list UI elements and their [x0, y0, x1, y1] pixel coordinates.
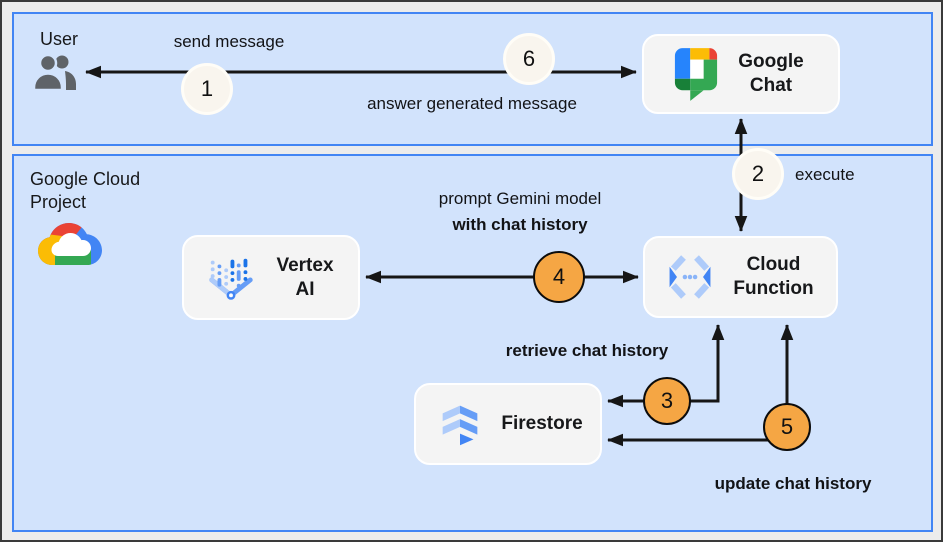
step-badge-4: 4 — [533, 251, 585, 303]
firestore-icon — [433, 397, 487, 451]
node-cloud-function-label: Cloud Function — [733, 254, 814, 299]
google-chat-logo — [673, 46, 719, 102]
user-panel-label: User — [40, 29, 79, 49]
cloud-function-icon — [664, 251, 716, 303]
step-badge-2: 2 — [732, 148, 784, 200]
node-vertex-ai: Vertex AI — [182, 235, 360, 320]
label-answer-generated-message: answer generated message — [367, 94, 577, 113]
vertex-ai-icon — [204, 252, 258, 304]
label-update-chat-history: update chat history — [714, 474, 872, 493]
node-firestore: Firestore — [414, 383, 602, 465]
label-retrieve-chat-history: retrieve chat history — [505, 341, 669, 360]
node-google-chat-label: Google Chat — [738, 51, 804, 96]
label-prompt-gemini-model: prompt Gemini model — [438, 189, 602, 208]
label-with-chat-history: with chat history — [452, 215, 588, 234]
google-cloud-logo — [38, 222, 102, 268]
step-badge-3: 3 — [643, 377, 691, 425]
label-send-message: send message — [173, 32, 285, 51]
node-vertex-ai-label: Vertex AI — [276, 254, 334, 300]
node-firestore-label: Firestore — [501, 413, 583, 435]
label-execute: execute — [795, 165, 855, 184]
node-google-chat: Google Chat — [642, 34, 840, 114]
gcp-panel-label: Google Cloud Project — [30, 169, 141, 213]
step-badge-6: 6 — [503, 33, 555, 85]
users-icon — [32, 52, 80, 94]
node-cloud-function: Cloud Function — [643, 236, 838, 318]
step-badge-1: 1 — [181, 63, 233, 115]
step-badge-5: 5 — [763, 403, 811, 451]
